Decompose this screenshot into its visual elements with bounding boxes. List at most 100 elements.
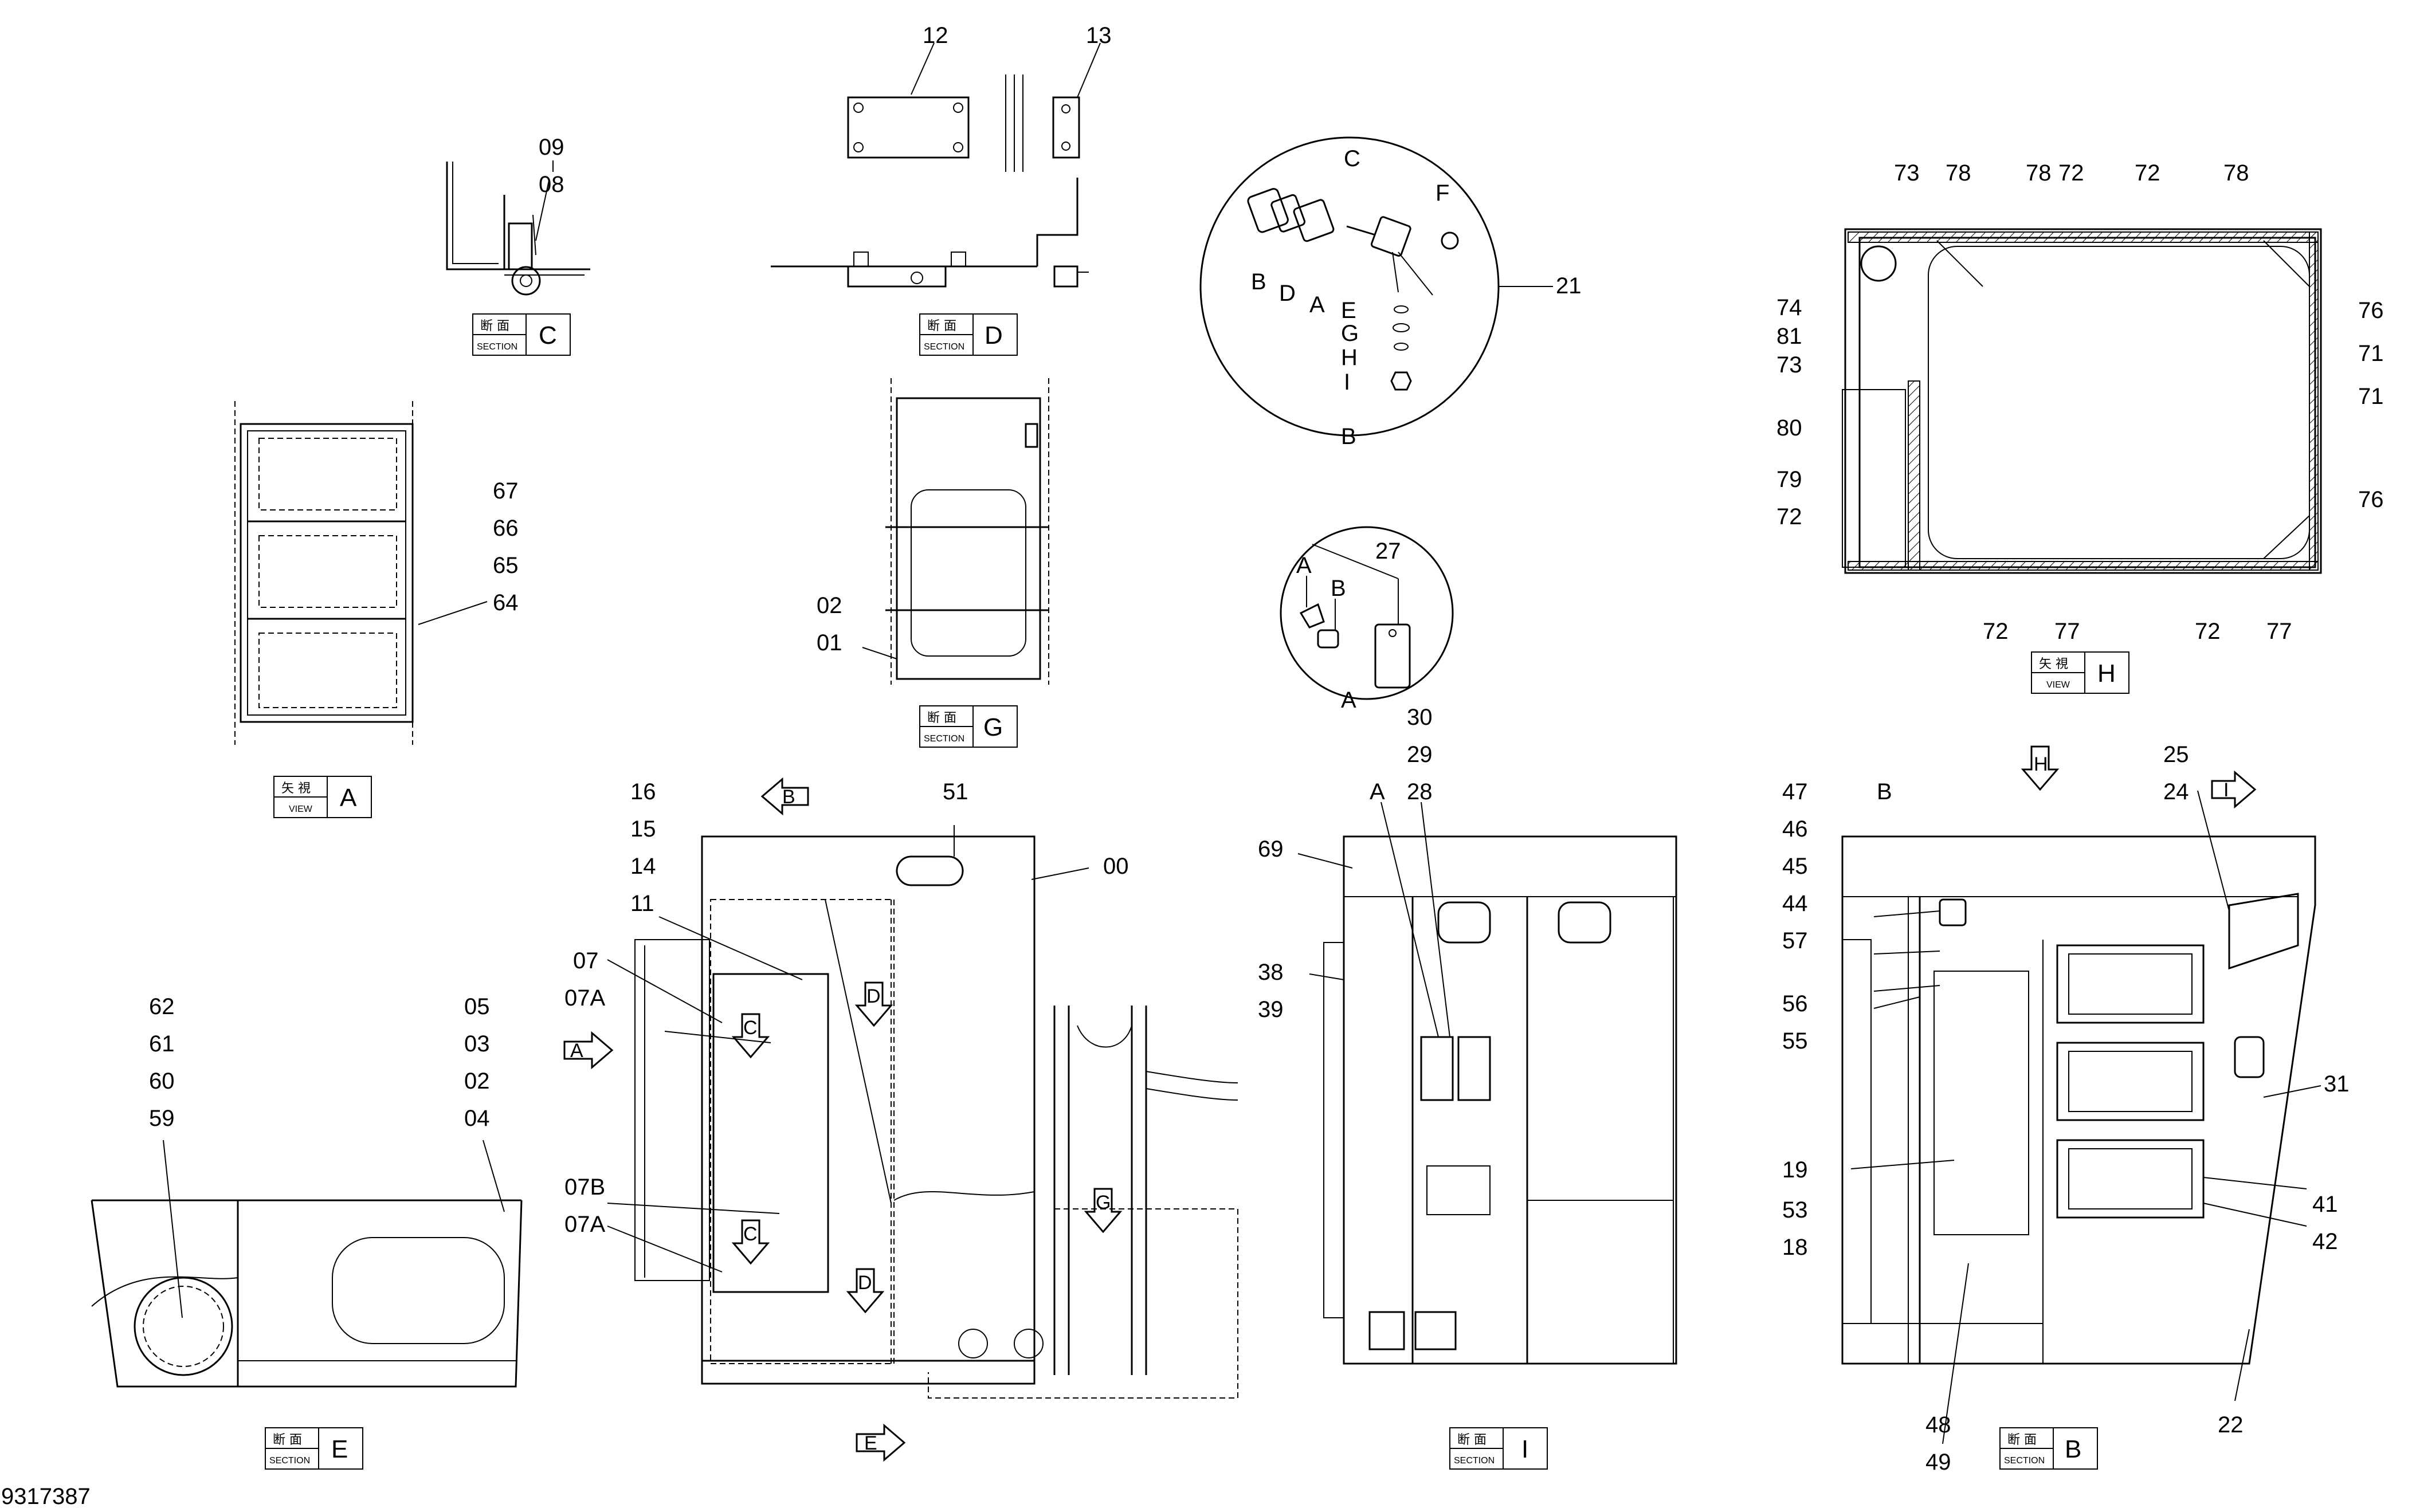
svg-text:B: B [782, 786, 795, 808]
svg-text:断 面: 断 面 [927, 711, 956, 725]
callout-main-15: 15 [630, 816, 656, 842]
callout-b-46: 46 [1782, 816, 1808, 842]
callout-a-65: 65 [493, 553, 519, 578]
callout-b-25: 25 [2163, 742, 2189, 767]
svg-text:断 面: 断 面 [2007, 1433, 2037, 1447]
svg-text:E: E [331, 1435, 348, 1463]
svg-text:D: D [866, 985, 881, 1007]
callout-h-78b: 78 [2026, 160, 2052, 186]
callout-27: 27 [1375, 539, 1401, 564]
callout-h-71b: 71 [2358, 384, 2384, 409]
callout-h-72b: 72 [2135, 160, 2160, 186]
callout-e-02: 02 [464, 1069, 490, 1094]
callout-h-72c: 72 [1776, 504, 1802, 529]
callout-h-74: 74 [1776, 295, 1802, 320]
svg-text:G: G [1096, 1192, 1111, 1213]
callout-h-80: 80 [1776, 415, 1802, 441]
svg-text:矢 視: 矢 視 [2039, 657, 2068, 671]
callout-c-09: 09 [539, 135, 564, 160]
callout-h-76b: 76 [2358, 487, 2384, 512]
detail-b-label-i: I [1344, 370, 1350, 395]
callout-main-16: 16 [630, 779, 656, 804]
arrow-h-down: H [2021, 745, 2060, 791]
callout-b-44: 44 [1782, 891, 1808, 916]
callout-a-67: 67 [493, 478, 519, 504]
svg-text:C: C [743, 1017, 758, 1039]
callout-b-18: 18 [1782, 1235, 1808, 1260]
callout-b-b: B [1877, 779, 1892, 804]
detail-b-label-g: G [1341, 321, 1359, 346]
arrow-a-right: A [563, 1031, 614, 1070]
section-b-drawing: B 47 46 45 44 57 56 55 19 53 18 25 24 31… [1782, 742, 2350, 1475]
svg-text:SECTION: SECTION [2004, 1456, 2045, 1466]
section-e-drawing: 62 61 60 59 05 03 02 04 [91, 994, 523, 1388]
svg-text:SECTION: SECTION [1454, 1456, 1495, 1466]
svg-text:A: A [570, 1040, 583, 1062]
detail-a-label-b: B [1331, 576, 1346, 601]
detail-a-title: A [1341, 688, 1356, 713]
svg-text:D: D [858, 1272, 872, 1294]
detail-b-title: B [1341, 424, 1356, 449]
callout-e-03: 03 [464, 1031, 490, 1057]
svg-text:VIEW: VIEW [289, 804, 313, 814]
callout-i-69: 69 [1258, 836, 1284, 862]
callout-d-13: 13 [1086, 23, 1112, 48]
callout-g-01: 01 [817, 630, 842, 655]
section-d-drawing: 12 13 [771, 23, 1112, 288]
callout-main-07a-2: 07A [564, 1212, 605, 1237]
callout-i-30: 30 [1407, 705, 1433, 730]
detail-b-label-b: B [1251, 269, 1266, 294]
arrow-d-down-2: D [846, 1268, 885, 1314]
arrow-b-left: B [760, 777, 809, 816]
callout-h-72d: 72 [1983, 619, 2009, 644]
callout-h-81: 81 [1776, 324, 1802, 349]
callout-b-24: 24 [2163, 779, 2189, 804]
detail-b-label-d: D [1279, 281, 1296, 306]
svg-text:SECTION: SECTION [924, 342, 964, 352]
detail-b-label-c: C [1344, 146, 1360, 171]
callout-h-78c: 78 [2223, 160, 2249, 186]
callout-i-39: 39 [1258, 997, 1284, 1022]
detail-b-label-e: E [1341, 298, 1356, 323]
detail-a-drawing: 27 A B A [1280, 526, 1454, 713]
svg-text:H: H [2097, 659, 2116, 688]
callout-b-19: 19 [1782, 1157, 1808, 1183]
svg-text:SECTION: SECTION [924, 734, 964, 744]
svg-text:I: I [1521, 1435, 1528, 1463]
svg-text:断 面: 断 面 [1457, 1433, 1487, 1447]
svg-text:D: D [985, 321, 1003, 349]
callout-main-07a-1: 07A [564, 985, 605, 1011]
callout-i-28: 28 [1407, 779, 1433, 804]
svg-text:B: B [2065, 1435, 2081, 1463]
callout-d-12: 12 [923, 23, 948, 48]
callout-a-64: 64 [493, 590, 519, 615]
main-front-view: 16 15 14 11 51 00 07 07A 07B 07A [564, 779, 1238, 1399]
detail-b-label-h: H [1341, 345, 1358, 370]
callout-i-29: 29 [1407, 742, 1433, 767]
callout-i-38: 38 [1258, 960, 1284, 985]
callout-b-45: 45 [1782, 854, 1808, 879]
view-h-drawing: 73 78 78 72 72 78 74 81 73 80 79 72 76 7… [1776, 160, 2384, 644]
view-tag-section-d: 断 面 SECTION D [919, 313, 1018, 356]
view-tag-section-i: 断 面 SECTION I [1449, 1427, 1548, 1470]
callout-b-22: 22 [2218, 1412, 2244, 1438]
svg-text:SECTION: SECTION [477, 342, 517, 352]
arrow-c-down-1: C [731, 1013, 770, 1059]
callout-main-14: 14 [630, 854, 656, 879]
callout-b-56: 56 [1782, 991, 1808, 1016]
callout-b-48: 48 [1925, 1412, 1951, 1438]
callout-main-07b: 07B [564, 1175, 605, 1200]
svg-text:A: A [340, 784, 357, 812]
section-i-drawing: 30 29 28 A 69 38 39 [1258, 705, 1677, 1365]
callout-b-57: 57 [1782, 928, 1808, 953]
view-tag-view-h: 矢 視 VIEW H [2031, 651, 2129, 694]
arrow-d-down-1: D [854, 981, 893, 1027]
view-tag-section-c: 断 面 SECTION C [472, 313, 571, 356]
arrow-e-right: E [856, 1423, 906, 1462]
svg-text:H: H [2034, 753, 2048, 775]
view-tag-view-a: 矢 視 VIEW A [273, 776, 372, 818]
callout-b-42: 42 [2312, 1229, 2338, 1254]
callout-h-72e: 72 [2195, 619, 2221, 644]
callout-a-66: 66 [493, 516, 519, 541]
